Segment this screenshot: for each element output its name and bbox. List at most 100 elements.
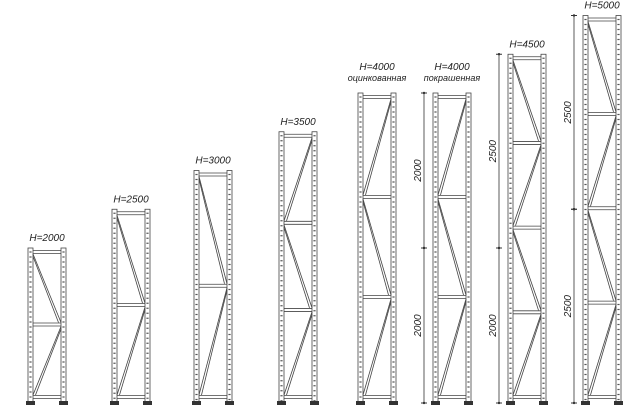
diagonal-brace — [512, 229, 542, 311]
diagonal-brace — [201, 290, 228, 396]
dimension-label: 2500 — [563, 295, 574, 319]
dimension-tick-dot — [422, 91, 426, 95]
diagonal-brace — [32, 326, 62, 396]
diagonal-brace — [283, 227, 310, 309]
diagonal-brace — [512, 232, 539, 311]
diagonal-brace — [512, 144, 542, 226]
diagonal-brace — [515, 147, 542, 226]
frame-height-label: H=3000 — [195, 156, 231, 167]
dimension-label: 2000 — [488, 314, 499, 338]
diagonal-brace — [365, 101, 392, 196]
diagonal-brace — [286, 140, 313, 221]
diagonal-brace — [35, 328, 62, 396]
dimension-tick-dot — [422, 401, 426, 405]
foot-plate — [225, 401, 234, 405]
diagonal-brace — [116, 215, 146, 304]
frame-1: H=2000 — [26, 233, 68, 405]
diagonal-brace — [362, 98, 392, 196]
foot-plate — [277, 401, 286, 405]
dimension-tick-dot — [422, 246, 426, 250]
diagonal-brace — [512, 62, 539, 142]
frame-height-label: H=5000 — [584, 1, 620, 12]
right-upright — [311, 131, 318, 404]
frame-height-label: H=4000 — [434, 62, 470, 73]
foot-plate — [356, 401, 365, 405]
diagonal-brace — [116, 217, 143, 304]
frame-7: H=4500 2000 2500 — [488, 39, 548, 405]
dimension-tick-dot — [572, 208, 576, 211]
dimension-tick-dot — [497, 401, 501, 405]
diagonal-brace — [437, 98, 467, 196]
diagonal-brace — [587, 210, 617, 301]
frame-height-label: H=4500 — [509, 39, 545, 50]
dimension-label: 2500 — [563, 101, 574, 125]
frame-height-label: H=3500 — [280, 117, 316, 128]
diagonal-brace — [283, 311, 313, 396]
foot-plate — [581, 401, 590, 405]
diagonal-brace — [362, 201, 389, 296]
frame-height-label: H=4000 — [359, 62, 395, 73]
diagonal-brace — [198, 287, 228, 396]
frame-3: H=3000 — [192, 156, 234, 405]
diagonal-brace — [515, 316, 542, 396]
diagonal-brace — [587, 23, 614, 112]
foot-plate — [389, 401, 398, 405]
dimension-tick-dot — [572, 14, 576, 17]
diagonal-brace — [362, 198, 392, 296]
frame-8: H=5000 2500 2500 — [563, 1, 623, 405]
left-upright — [278, 131, 285, 404]
dimension-chain: 2000 2000 — [413, 91, 427, 405]
diagonal-brace — [512, 60, 542, 142]
diagonal-brace — [283, 224, 313, 309]
left-upright — [27, 247, 34, 404]
diagonal-brace — [437, 298, 467, 396]
dimension-tick-dot — [497, 246, 501, 250]
diagonal-brace — [362, 298, 392, 396]
diagonal-brace — [587, 304, 617, 396]
dimension-label: 2000 — [413, 159, 424, 183]
left-upright — [193, 170, 200, 404]
dimension-chain: 2500 2500 — [563, 14, 577, 405]
foot-plate — [539, 401, 548, 405]
diagonal-brace — [512, 314, 542, 396]
diagonal-brace — [286, 314, 313, 396]
diagonal-brace — [437, 201, 464, 296]
dimension-label: 2000 — [413, 314, 424, 338]
dimension-tick-dot — [572, 401, 576, 405]
foot-plate — [59, 401, 68, 405]
diagonal-brace — [587, 115, 617, 207]
right-upright — [60, 247, 67, 404]
diagonal-brace — [590, 307, 617, 396]
diagonal-brace — [587, 21, 617, 112]
diagonal-brace — [283, 137, 313, 221]
frame-2: H=2500 — [110, 194, 152, 405]
diagonal-brace — [32, 256, 59, 323]
dimension-label: 2500 — [488, 140, 499, 164]
right-upright — [226, 170, 233, 404]
frame-finish-label: оцинкованная — [348, 73, 407, 83]
diagonal-brace — [587, 212, 614, 301]
foot-plate — [464, 401, 473, 405]
foot-plate — [614, 401, 623, 405]
frame-4: H=3500 — [277, 117, 319, 405]
diagonal-brace — [590, 118, 617, 207]
foot-plate — [192, 401, 201, 405]
diagonal-brace — [198, 178, 225, 284]
frame-finish-label: покрашенная — [424, 73, 481, 83]
diagonal-brace — [365, 301, 392, 396]
foot-plate — [26, 401, 35, 405]
dimension-chain: 2000 2500 — [488, 53, 502, 405]
diagonal-brace — [119, 309, 146, 396]
diagonal-brace — [116, 307, 146, 396]
diagonal-brace — [198, 176, 228, 284]
diagonal-brace — [437, 198, 467, 296]
foot-plate — [310, 401, 319, 405]
foot-plate — [143, 401, 152, 405]
foot-plate — [110, 401, 119, 405]
diagonal-brace — [440, 301, 467, 396]
foot-plate — [506, 401, 515, 405]
